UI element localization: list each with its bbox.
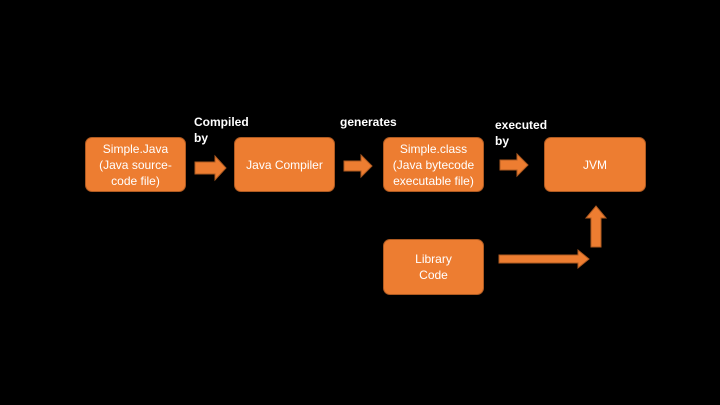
source-file-label: Simple.Java (Java source- code file): [99, 141, 172, 188]
jvm-label: JVM: [583, 157, 607, 172]
library-code-node: Library Code: [383, 239, 484, 295]
source-file-node: Simple.Java (Java source- code file): [85, 137, 186, 192]
arrow-library-right: [498, 248, 590, 270]
edge-label-generates: generates: [340, 115, 397, 129]
arrow-source-to-compiler: [194, 154, 227, 182]
arrow-compiler-to-class: [343, 153, 373, 179]
java-compiler-node: Java Compiler: [234, 137, 335, 192]
java-compiler-label: Java Compiler: [246, 157, 323, 172]
class-file-node: Simple.class (Java bytecode executable f…: [383, 137, 484, 192]
edge-label-compiled-by: Compiled by: [194, 115, 249, 145]
arrow-up-to-jvm: [584, 205, 608, 248]
jvm-node: JVM: [544, 137, 646, 192]
arrow-class-to-jvm: [499, 152, 529, 178]
edge-label-executed-by: executed by: [495, 118, 548, 148]
class-file-label: Simple.class (Java bytecode executable f…: [392, 141, 475, 188]
library-code-label: Library Code: [415, 252, 452, 282]
